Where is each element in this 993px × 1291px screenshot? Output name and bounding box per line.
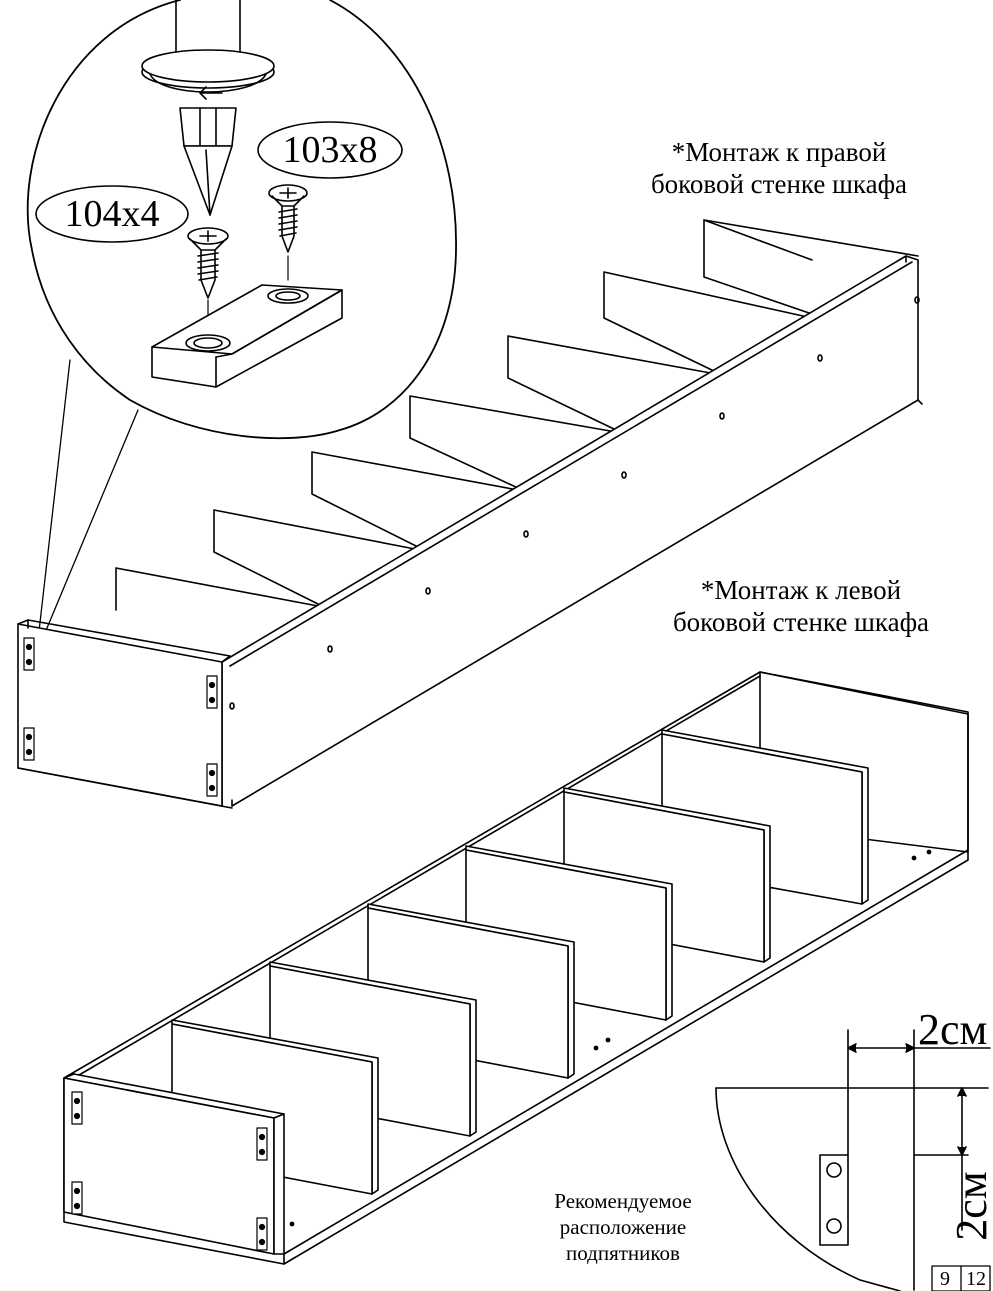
dimension-vertical: 2см [947, 1171, 993, 1241]
pad-placement-detail [715, 1029, 991, 1291]
pad-placement-note-line2: расположение [559, 1215, 687, 1239]
support-pad-icon [151, 284, 343, 388]
pad-placement-note: Рекомендуемое расположение подпятников [528, 1188, 718, 1266]
part-oval-short [35, 185, 189, 243]
pad-placement-note-line1: Рекомендуемое [554, 1189, 692, 1213]
screw-long-icon [268, 184, 308, 281]
page-total: 12 [966, 1268, 986, 1290]
caption-right-mount: *Монтаж к правой боковой стенке шкафа [634, 136, 924, 200]
screwdriver-icon [141, 0, 275, 216]
caption-right-mount-line2: боковой стенке шкафа [650, 169, 908, 199]
zoom-detail-circle [26, 0, 457, 641]
dimension-horizontal: 2см [918, 1005, 988, 1054]
pad-placement-note-line3: подпятников [566, 1241, 680, 1265]
support-pad-marker [23, 637, 218, 797]
part-oval-long [257, 121, 403, 179]
support-pad-marker [71, 1091, 268, 1251]
part-label-short: 104x4 [64, 193, 160, 235]
bottom-shelf-frame [63, 671, 969, 1265]
caption-left-mount-line2: боковой стенке шкафа [672, 607, 930, 637]
part-label-long: 103x8 [282, 129, 378, 171]
caption-left-mount: *Монтаж к левой боковой стенке шкафа [646, 574, 956, 638]
caption-left-mount-line1: *Монтаж к левой [700, 575, 902, 605]
top-shelf-frame [17, 219, 923, 809]
caption-right-mount-line1: *Монтаж к правой [671, 137, 887, 167]
screw-short-icon [187, 227, 229, 337]
page-current: 9 [940, 1268, 950, 1290]
